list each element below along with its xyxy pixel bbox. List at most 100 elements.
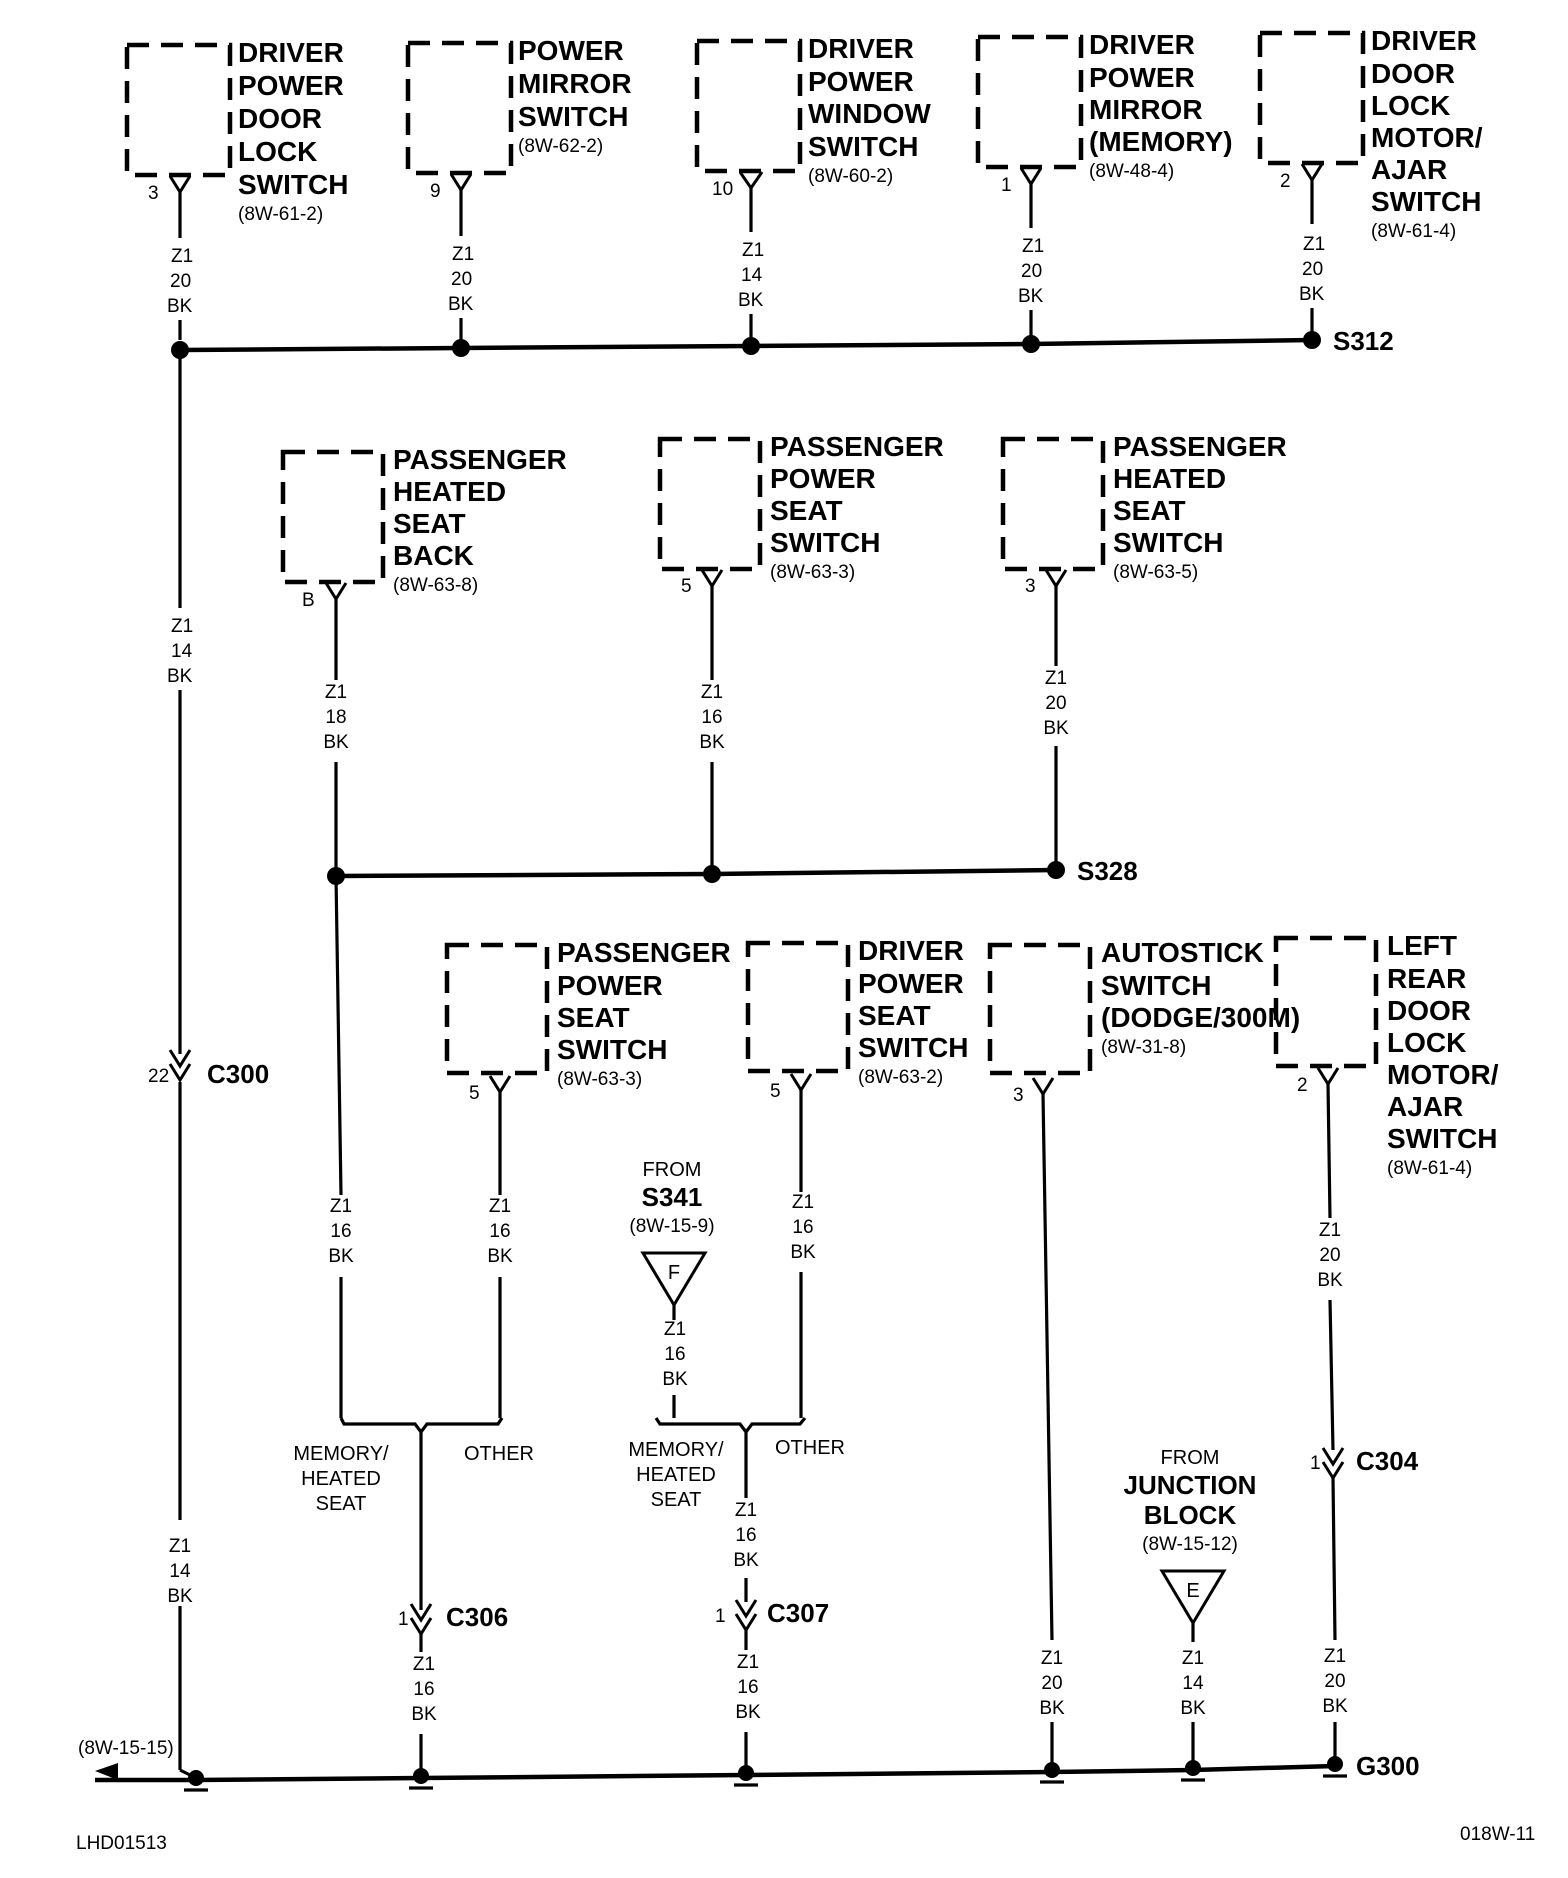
pin-number: 2	[1280, 171, 1291, 192]
wire-label-w16: Z1 16 BK	[411, 1654, 437, 1725]
component-label-line: POWER	[808, 66, 914, 97]
wire-gauge: 20	[1041, 1673, 1062, 1694]
source-ref: (8W-15-12)	[1142, 1534, 1238, 1555]
wire-gauge: 20	[1319, 1245, 1340, 1266]
wire-color: BK	[1180, 1698, 1206, 1719]
memory-heated-branch-left: 1 C306 MEMORY/ HEATED SEAT OTHER	[293, 875, 534, 1772]
connector-pin: 1	[715, 1606, 726, 1627]
component-label-line: HEATED	[393, 476, 506, 507]
wire-gauge: 20	[1045, 693, 1066, 714]
wire-gauge: 16	[792, 1217, 813, 1238]
splice-dot	[1022, 335, 1040, 353]
component-label-line: SEAT	[393, 508, 466, 539]
wire-code: Z1	[742, 240, 764, 261]
wire-color: BK	[733, 1550, 759, 1571]
wire-color: BK	[1018, 286, 1044, 307]
wire-color: BK	[662, 1369, 688, 1390]
pin-number: 3	[1025, 576, 1036, 597]
component-ref: (8W-60-2)	[808, 166, 893, 187]
wire-code: Z1	[171, 246, 193, 267]
component-label-line: AJAR	[1387, 1091, 1463, 1122]
wire-gauge: 14	[171, 641, 193, 662]
offpage-triangle	[1159, 1569, 1227, 1626]
connector-label: C307	[767, 1598, 829, 1628]
component-label-line: SEAT	[858, 1000, 931, 1031]
component-ref: (8W-63-8)	[393, 575, 478, 596]
wire-code: Z1	[489, 1196, 511, 1217]
component-label-line: SWITCH	[1387, 1123, 1497, 1154]
wire-code: Z1	[701, 682, 723, 703]
wire-color: BK	[1322, 1696, 1348, 1717]
wire-gauge: 20	[1324, 1671, 1345, 1692]
pin-number: 1	[1001, 175, 1012, 196]
power-mirror-switch: POWER MIRROR SWITCH (8W-62-2) 9	[405, 35, 632, 202]
component-label-line: MIRROR	[518, 68, 632, 99]
branch-label: HEATED	[301, 1468, 381, 1490]
passenger-power-seat-switch-upper: PASSENGER POWER SEAT SWITCH (8W-63-3) 5	[657, 431, 944, 597]
component-label-line: PASSENGER	[770, 431, 944, 462]
diagram-id: LHD01513	[76, 1833, 167, 1854]
wire-label-w17: Z1 16 BK	[733, 1500, 759, 1571]
component-label-line: LOCK	[1387, 1027, 1466, 1058]
wire-code: Z1	[330, 1196, 352, 1217]
component-label-line: POWER	[557, 970, 663, 1001]
wire-code: Z1	[325, 682, 347, 703]
component-label-line: DRIVER	[1089, 29, 1195, 60]
component-label-line: DRIVER	[1371, 25, 1477, 56]
component-label-line: DOOR	[238, 103, 322, 134]
component-ref: (8W-61-4)	[1371, 221, 1456, 242]
component-ref: (8W-62-2)	[518, 136, 603, 157]
wire-gauge: 16	[330, 1221, 351, 1242]
wire-gauge: 20	[170, 271, 191, 292]
ground-label: G300	[1356, 1751, 1420, 1781]
connector-label: C300	[207, 1059, 269, 1089]
component-label-line: (DODGE/300M)	[1101, 1002, 1300, 1033]
left-rear-door-wire: 1 C304	[1310, 1083, 1419, 1760]
component-label-line: LOCK	[1371, 90, 1450, 121]
wire-label-w7: Z1 18 BK	[323, 682, 349, 753]
wire-color: BK	[1299, 284, 1325, 305]
ground-point	[1323, 1756, 1347, 1778]
pin-number: 3	[1013, 1085, 1024, 1106]
wire-label-w15: Z1 14 BK	[167, 1536, 193, 1607]
connector-label: C304	[1356, 1446, 1419, 1476]
connector-pin: 22	[148, 1066, 169, 1087]
component-label-line: SWITCH	[557, 1034, 667, 1065]
component-label-line: WINDOW	[808, 98, 931, 129]
source-ref: (8W-15-9)	[629, 1216, 714, 1237]
component-label-line: MOTOR/	[1371, 122, 1483, 153]
component-ref: (8W-63-3)	[770, 562, 855, 583]
wire-code: Z1	[792, 1192, 814, 1213]
wire-label-w6: Z1 14 BK	[167, 616, 193, 687]
component-ref: (8W-48-4)	[1089, 161, 1174, 182]
left-rear-door-lock-motor-ajar-switch: LEFT REAR DOOR LOCK MOTOR/ AJAR SWITCH (…	[1273, 930, 1499, 1179]
wire-color: BK	[1039, 1698, 1065, 1719]
wire-gauge: 16	[489, 1221, 510, 1242]
splice-s312: S312	[171, 326, 1394, 359]
offpage-letter: F	[668, 1262, 680, 1284]
passenger-heated-seat-switch: PASSENGER HEATED SEAT SWITCH (8W-63-5) 3	[1000, 431, 1287, 597]
splice-label: S328	[1077, 856, 1138, 886]
wire-label-w19: Z1 20 BK	[1317, 1220, 1343, 1291]
wire-color: BK	[328, 1246, 354, 1267]
component-label-line: MIRROR	[1089, 94, 1203, 125]
wire-code: Z1	[171, 616, 193, 637]
ground-point	[409, 1768, 433, 1790]
splice-dot	[1047, 861, 1065, 879]
wire-gauge: 14	[169, 1561, 191, 1582]
component-label-line: LEFT	[1387, 930, 1457, 961]
component-label-line: PASSENGER	[393, 444, 567, 475]
component-label-line: SEAT	[1113, 495, 1186, 526]
wire-label-w3: Z1 14 BK	[738, 240, 764, 311]
component-label-line: SWITCH	[808, 131, 918, 162]
wire-gauge: 16	[413, 1679, 434, 1700]
passenger-heated-seat-back: PASSENGER HEATED SEAT BACK (8W-63-8) B	[280, 444, 567, 611]
component-label-line: SWITCH	[1113, 527, 1223, 558]
branch-label: MEMORY/	[628, 1439, 724, 1461]
offpage-arrow	[95, 1763, 118, 1780]
connector-pin: 1	[1310, 1453, 1321, 1474]
wire-code: Z1	[664, 1319, 686, 1340]
component-ref: (8W-63-3)	[557, 1069, 642, 1090]
branch-label: MEMORY/	[293, 1443, 389, 1465]
top-wires	[178, 180, 1314, 340]
